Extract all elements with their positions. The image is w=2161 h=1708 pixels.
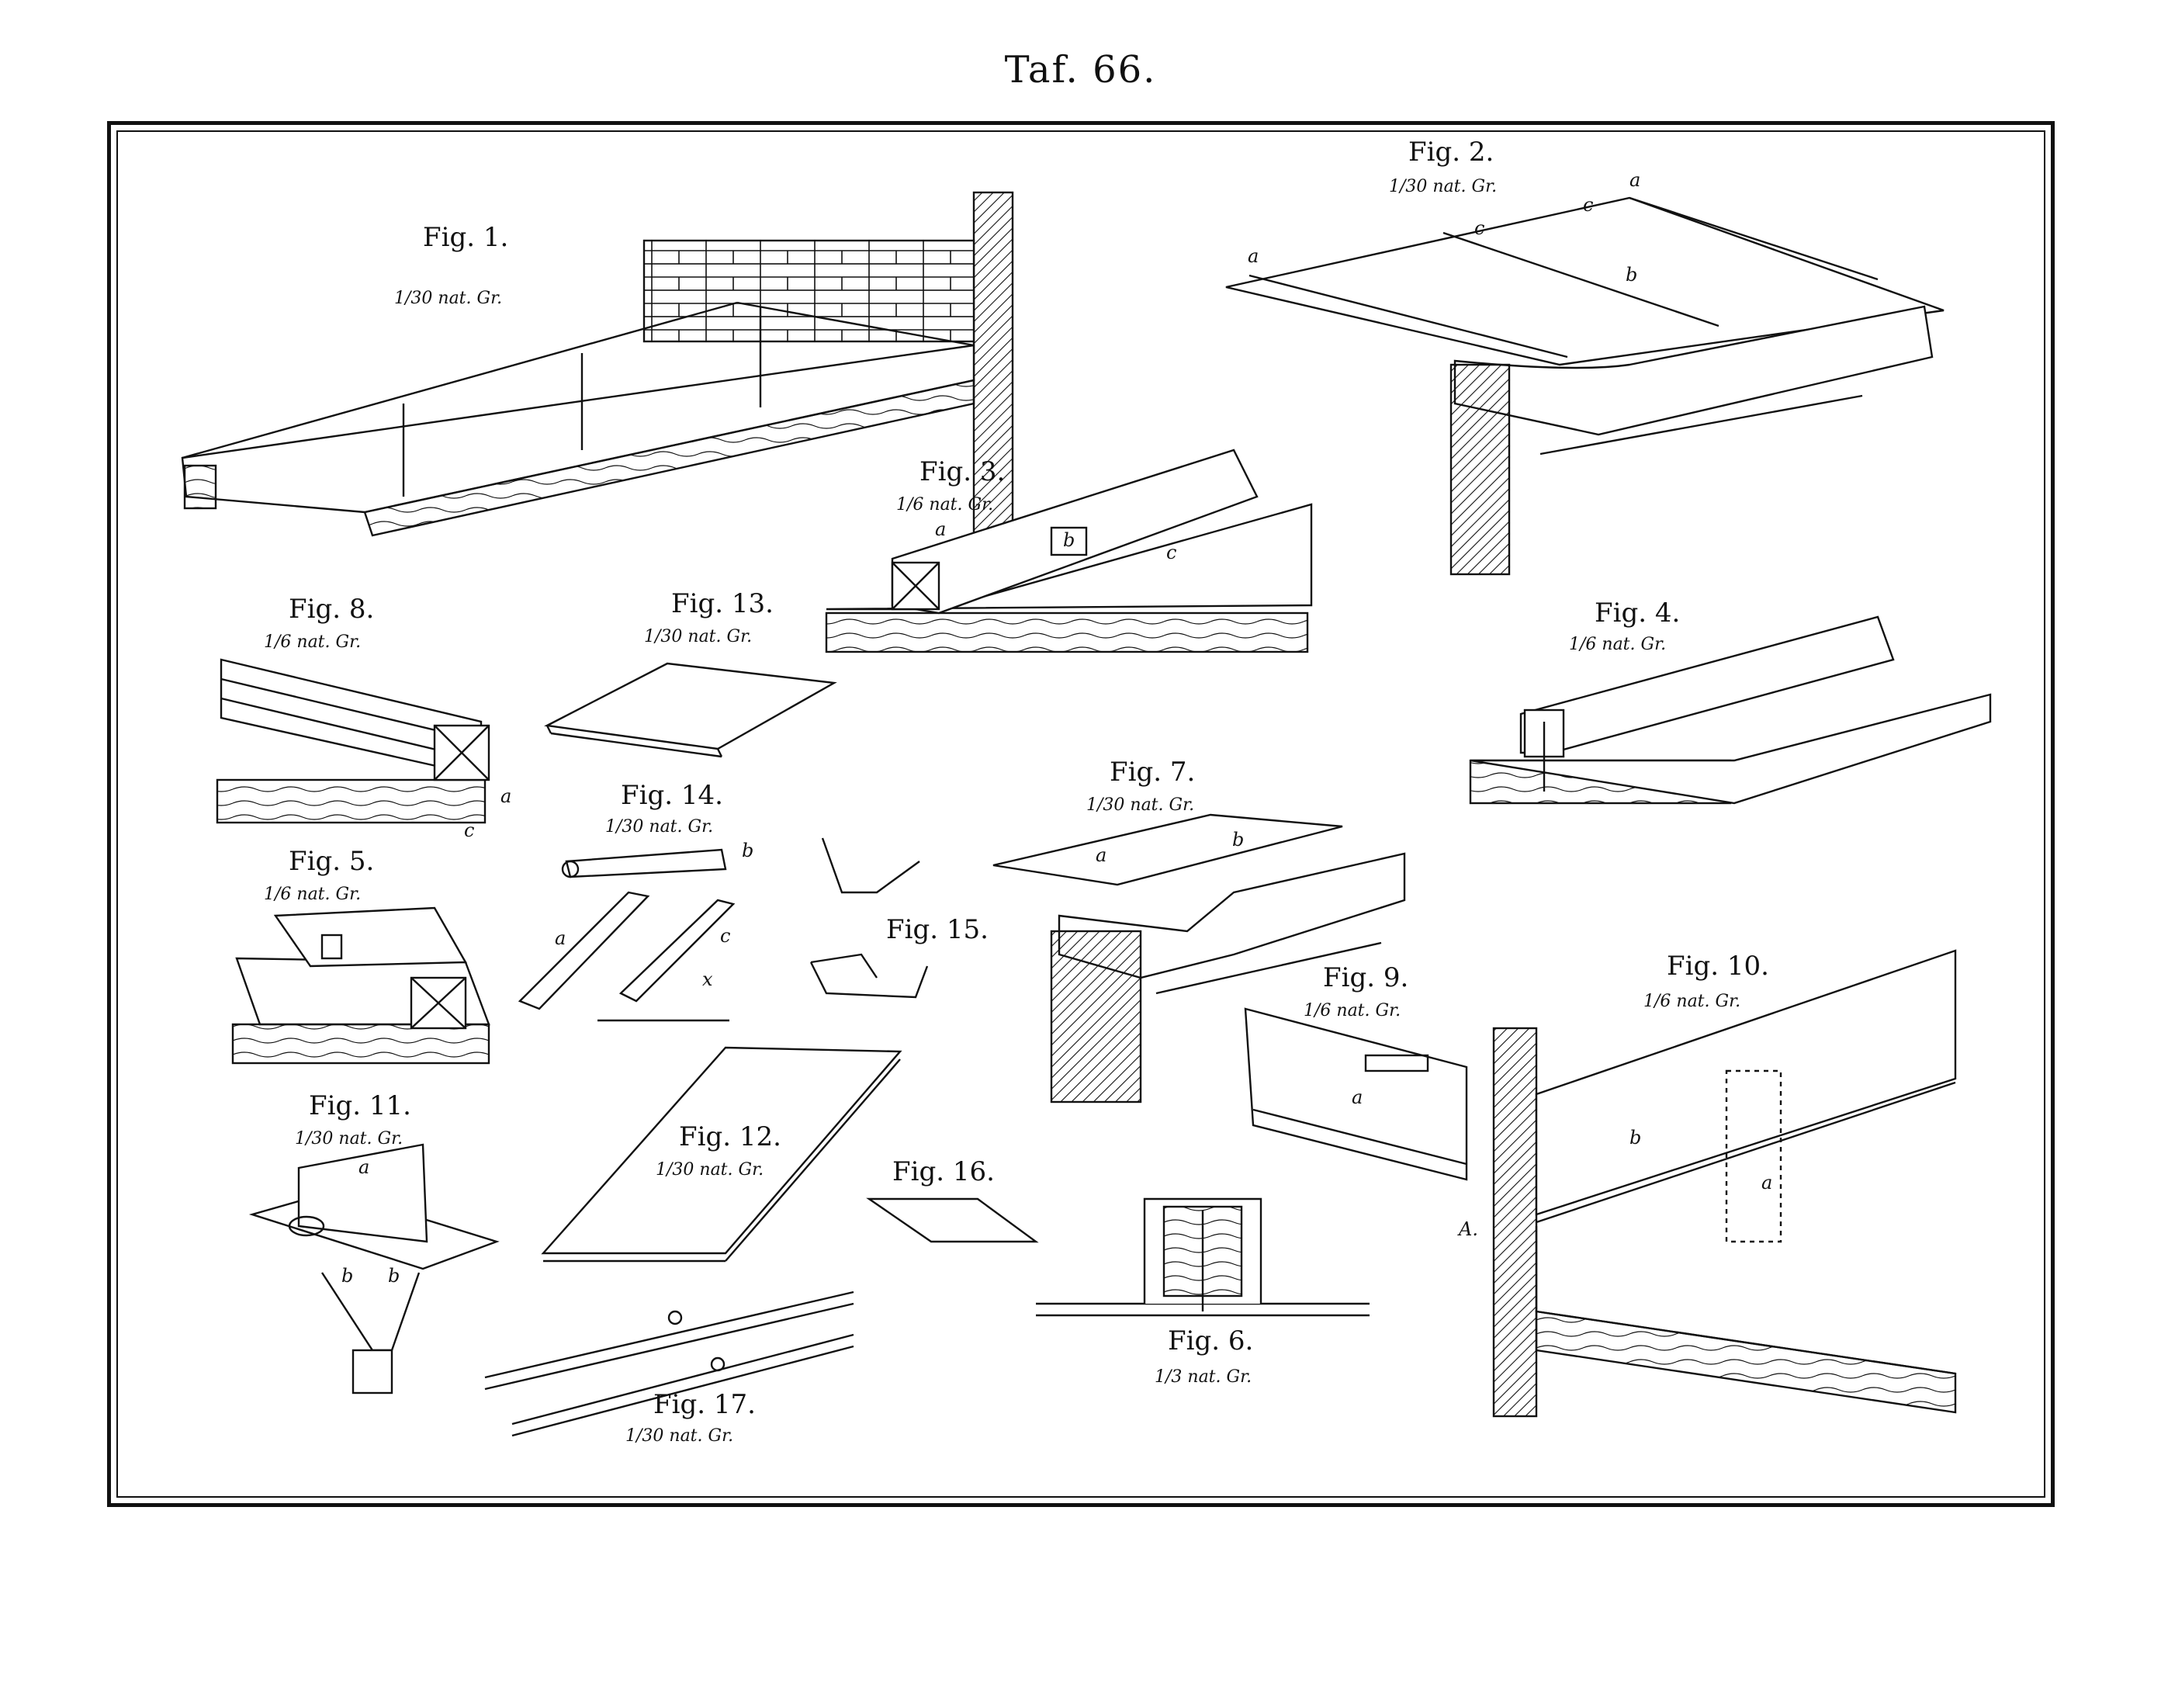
fig10-letter-a: a — [1761, 1172, 1773, 1194]
fig3-letter-a: a — [935, 518, 947, 540]
fig3-title: Fig. 3. — [919, 456, 1006, 487]
fig2-letter-b: b — [1626, 264, 1638, 286]
fig3-drawing — [825, 449, 1313, 653]
plate-title: Taf. 66. — [1004, 48, 1157, 92]
fig11-letter-b-left: b — [341, 1265, 354, 1287]
fig3-letter-b: b — [1063, 529, 1075, 551]
fig8-letter-a: a — [500, 785, 512, 807]
fig8-letter-c: c — [464, 819, 475, 841]
fig9-letter-a: a — [1352, 1086, 1363, 1108]
fig12-title: Fig. 12. — [679, 1121, 781, 1152]
fig1-drawing — [181, 191, 1014, 582]
fig16-drawing — [866, 1197, 1039, 1243]
fig14-letter-x: x — [702, 968, 713, 990]
fig2-title: Fig. 2. — [1408, 137, 1494, 168]
fig17-title: Fig. 17. — [653, 1389, 756, 1420]
fig17-drawing — [484, 1291, 854, 1437]
fig6-drawing — [1036, 1197, 1370, 1317]
fig2-letter-a-left: a — [1248, 245, 1259, 267]
fig11-title: Fig. 11. — [309, 1090, 411, 1121]
fig7-scale: 1/30 nat. Gr. — [1086, 795, 1195, 815]
fig4-drawing — [1469, 615, 1992, 805]
fig10-letter-b: b — [1629, 1127, 1642, 1148]
fig9-scale: 1/6 nat. Gr. — [1304, 1001, 1401, 1020]
fig8-title: Fig. 8. — [289, 594, 375, 625]
fig5-drawing — [231, 906, 490, 1065]
plate-frame-inner — [116, 130, 2045, 1498]
fig7-letter-a: a — [1096, 844, 1107, 866]
fig11-scale: 1/30 nat. Gr. — [295, 1129, 403, 1148]
fig14-drawing — [518, 848, 736, 1022]
fig13-drawing — [544, 662, 837, 758]
fig12-drawing — [541, 1046, 902, 1263]
fig7-letter-b: b — [1232, 829, 1245, 851]
fig3-letter-c: c — [1166, 542, 1177, 563]
fig1-scale: 1/30 nat. Gr. — [394, 289, 503, 308]
fig7-drawing — [992, 813, 1406, 1103]
fig2-drawing — [1225, 196, 1945, 576]
fig9-drawing — [1244, 1007, 1468, 1181]
fig11-drawing — [248, 1143, 500, 1394]
fig10-drawing — [1492, 949, 1957, 1418]
fig15-drawing — [809, 837, 929, 999]
fig4-title: Fig. 4. — [1595, 598, 1681, 629]
fig9-title: Fig. 9. — [1323, 962, 1409, 993]
fig14-letter-a: a — [555, 927, 566, 949]
fig14-title: Fig. 14. — [621, 780, 723, 811]
fig11-letter-b-right: b — [388, 1265, 400, 1287]
fig2-letter-c-left: c — [1474, 217, 1485, 239]
fig17-scale: 1/30 nat. Gr. — [625, 1426, 734, 1446]
fig7-title: Fig. 7. — [1110, 757, 1196, 788]
fig2-scale: 1/30 nat. Gr. — [1389, 177, 1498, 196]
fig4-scale: 1/6 nat. Gr. — [1569, 635, 1667, 654]
fig1-title: Fig. 1. — [423, 222, 509, 253]
fig2-letter-c-right: c — [1583, 194, 1594, 216]
fig10-title: Fig. 10. — [1667, 951, 1769, 982]
fig14-letter-b: b — [742, 840, 754, 861]
fig10-scale: 1/6 nat. Gr. — [1643, 992, 1741, 1011]
fig5-scale: 1/6 nat. Gr. — [264, 885, 362, 904]
fig13-scale: 1/30 nat. Gr. — [644, 627, 753, 646]
plate-frame-outer — [107, 121, 2055, 1507]
fig8-drawing — [216, 658, 490, 824]
fig3-scale: 1/6 nat. Gr. — [896, 495, 994, 514]
fig8-scale: 1/6 nat. Gr. — [264, 632, 362, 652]
fig6-title: Fig. 6. — [1168, 1325, 1254, 1356]
fig6-scale: 1/3 nat. Gr. — [1155, 1367, 1252, 1387]
fig14-scale: 1/30 nat. Gr. — [605, 817, 714, 837]
fig16-title: Fig. 16. — [892, 1156, 995, 1187]
fig13-title: Fig. 13. — [671, 588, 774, 619]
fig15-title: Fig. 15. — [886, 914, 989, 945]
fig2-letter-a-right: a — [1629, 169, 1641, 191]
fig12-scale: 1/30 nat. Gr. — [656, 1160, 764, 1180]
fig5-title: Fig. 5. — [289, 846, 375, 877]
fig11-letter-a: a — [358, 1156, 370, 1178]
fig14-letter-c: c — [720, 925, 731, 947]
fig10-letter-A: A. — [1459, 1218, 1478, 1240]
